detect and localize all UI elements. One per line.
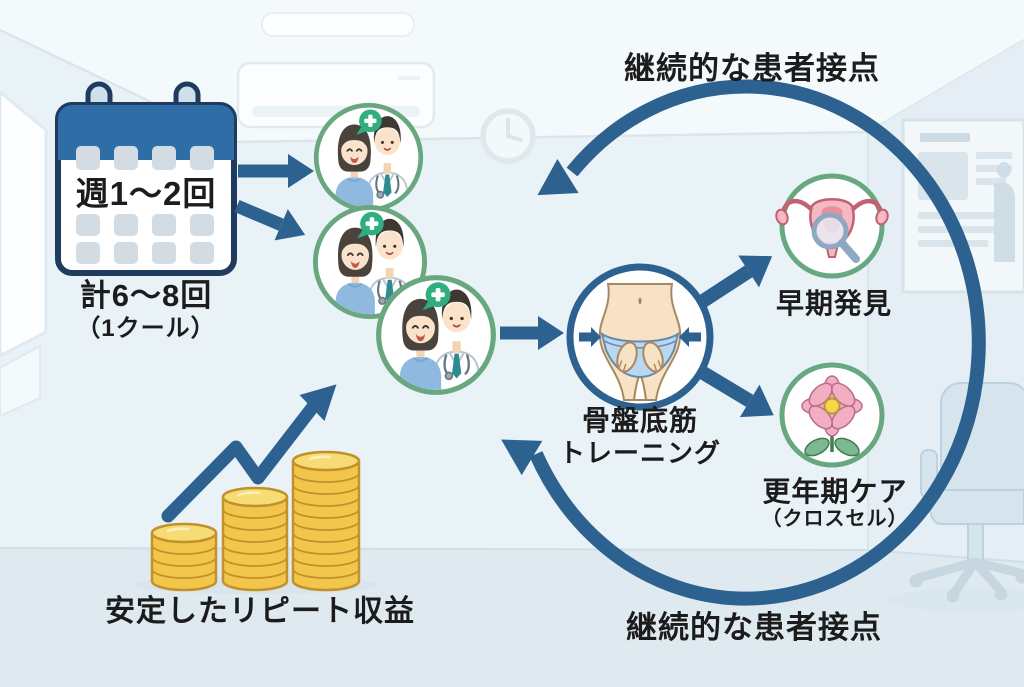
session-frequency-label: 週1〜2回 [75, 175, 217, 212]
menopause-care-sublabel: （クロスセル） [761, 508, 909, 530]
coin-stack-small [150, 522, 218, 592]
arrow-training-to-menopause-care [696, 364, 774, 418]
cycle-bottom-label: 継続的な患者接点 [626, 610, 882, 645]
growth-arrow-icon [161, 384, 337, 523]
repeat-revenue-label: 安定したリピート収益 [105, 595, 415, 628]
cycle-arc [529, 79, 986, 606]
ceiling-light [261, 12, 415, 37]
early-detection-label: 早期発見 [775, 288, 892, 319]
inward-arrow-left-icon [579, 327, 601, 347]
session-course-label: （1クール） [76, 315, 216, 342]
pelvic-floor-icon [579, 283, 701, 401]
cycle-arrowhead-bottom [501, 439, 543, 476]
early-detection-circle [775, 173, 889, 279]
inward-arrow-right-icon [679, 327, 701, 347]
calendar-icon [55, 81, 237, 276]
arrow-training-to-early-detection [696, 255, 773, 309]
calendar-day-squares [76, 146, 214, 264]
menopause-care-label: 更年期ケア [762, 476, 908, 507]
uterus-magnifier-icon [775, 198, 889, 263]
session-circle-3 patient-doctor-icon [379, 278, 494, 397]
cycle-top-label: 継続的な患者接点 [624, 51, 880, 86]
wall-clock-icon [480, 108, 536, 164]
arrow-calendar-to-session-2 [234, 200, 306, 241]
window [0, 90, 48, 418]
menopause-care-circle [779, 362, 885, 468]
session-total-label: 計6〜8回 [79, 278, 213, 313]
core-service-label-line1: 骨盤底筋 [581, 405, 698, 436]
pelvic-training-circle [566, 263, 714, 411]
cycle-arrowhead-top [537, 159, 579, 196]
coin-stack-large [291, 450, 361, 592]
arrow-sessions-to-training [500, 316, 564, 350]
coin-stack-medium [221, 486, 289, 592]
flower-icon [801, 375, 863, 457]
office-chair [890, 382, 1024, 612]
arrow-calendar-to-session-1 [238, 154, 314, 188]
session-circle-1 patient-doctor-icon [316, 105, 421, 214]
cycle-arrow [501, 79, 986, 606]
core-service-label-line2: トレーニング [558, 438, 721, 468]
